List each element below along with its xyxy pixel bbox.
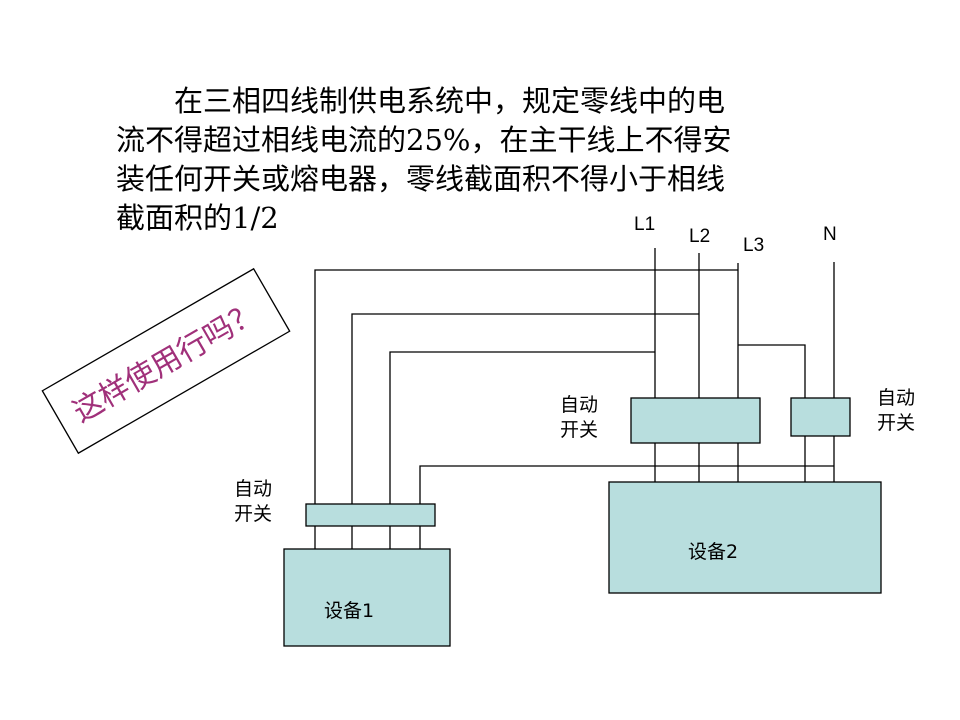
breaker-right-label: 自动 开关 [877, 386, 915, 436]
wire-l3-to-right-breaker [738, 344, 806, 398]
wires [314, 248, 835, 549]
description-line-3: 装任何开关或熔电器，零线截面积不得小于相线 [116, 162, 726, 196]
breaker-right-label-line2: 开关 [877, 412, 916, 434]
breaker-center [630, 397, 761, 444]
breaker-center-label-line1: 自动 [560, 394, 599, 416]
breaker-left-label-line1: 自动 [234, 478, 273, 500]
breaker-right [790, 397, 851, 437]
device1-box [283, 548, 451, 647]
device2-label: 设备2 [688, 541, 739, 563]
label-l1: L1 [634, 214, 656, 235]
device1-label: 设备1 [324, 600, 375, 622]
label-n: N [823, 224, 837, 245]
wire-l1-to-device1 [389, 351, 655, 504]
description-line-4: 截面积的1/2 [116, 201, 279, 235]
label-l2: L2 [689, 226, 711, 247]
description-paragraph: 在三相四线制供电系统中，规定零线中的电 流不得超过相线电流的25%，在主干线上不… [116, 82, 816, 238]
question-stamp: 这样使用行吗？ [41, 267, 291, 455]
description-line-2: 流不得超过相线电流的25%，在主干线上不得安 [116, 123, 732, 157]
device2-box [608, 481, 882, 594]
breaker-center-label: 自动 开关 [560, 393, 598, 443]
description-line-1: 在三相四线制供电系统中，规定零线中的电 [174, 84, 726, 118]
breaker-left-label-line2: 开关 [234, 503, 273, 525]
breaker-left [305, 503, 436, 527]
breaker-center-label-line2: 开关 [560, 419, 599, 441]
wire-l3-to-device1 [314, 269, 738, 504]
breaker-right-label-line1: 自动 [877, 387, 916, 409]
wire-l2-to-device1 [351, 313, 699, 504]
label-l3: L3 [743, 235, 765, 256]
breaker-left-label: 自动 开关 [234, 477, 272, 527]
wire-device1-neutral [419, 465, 834, 504]
